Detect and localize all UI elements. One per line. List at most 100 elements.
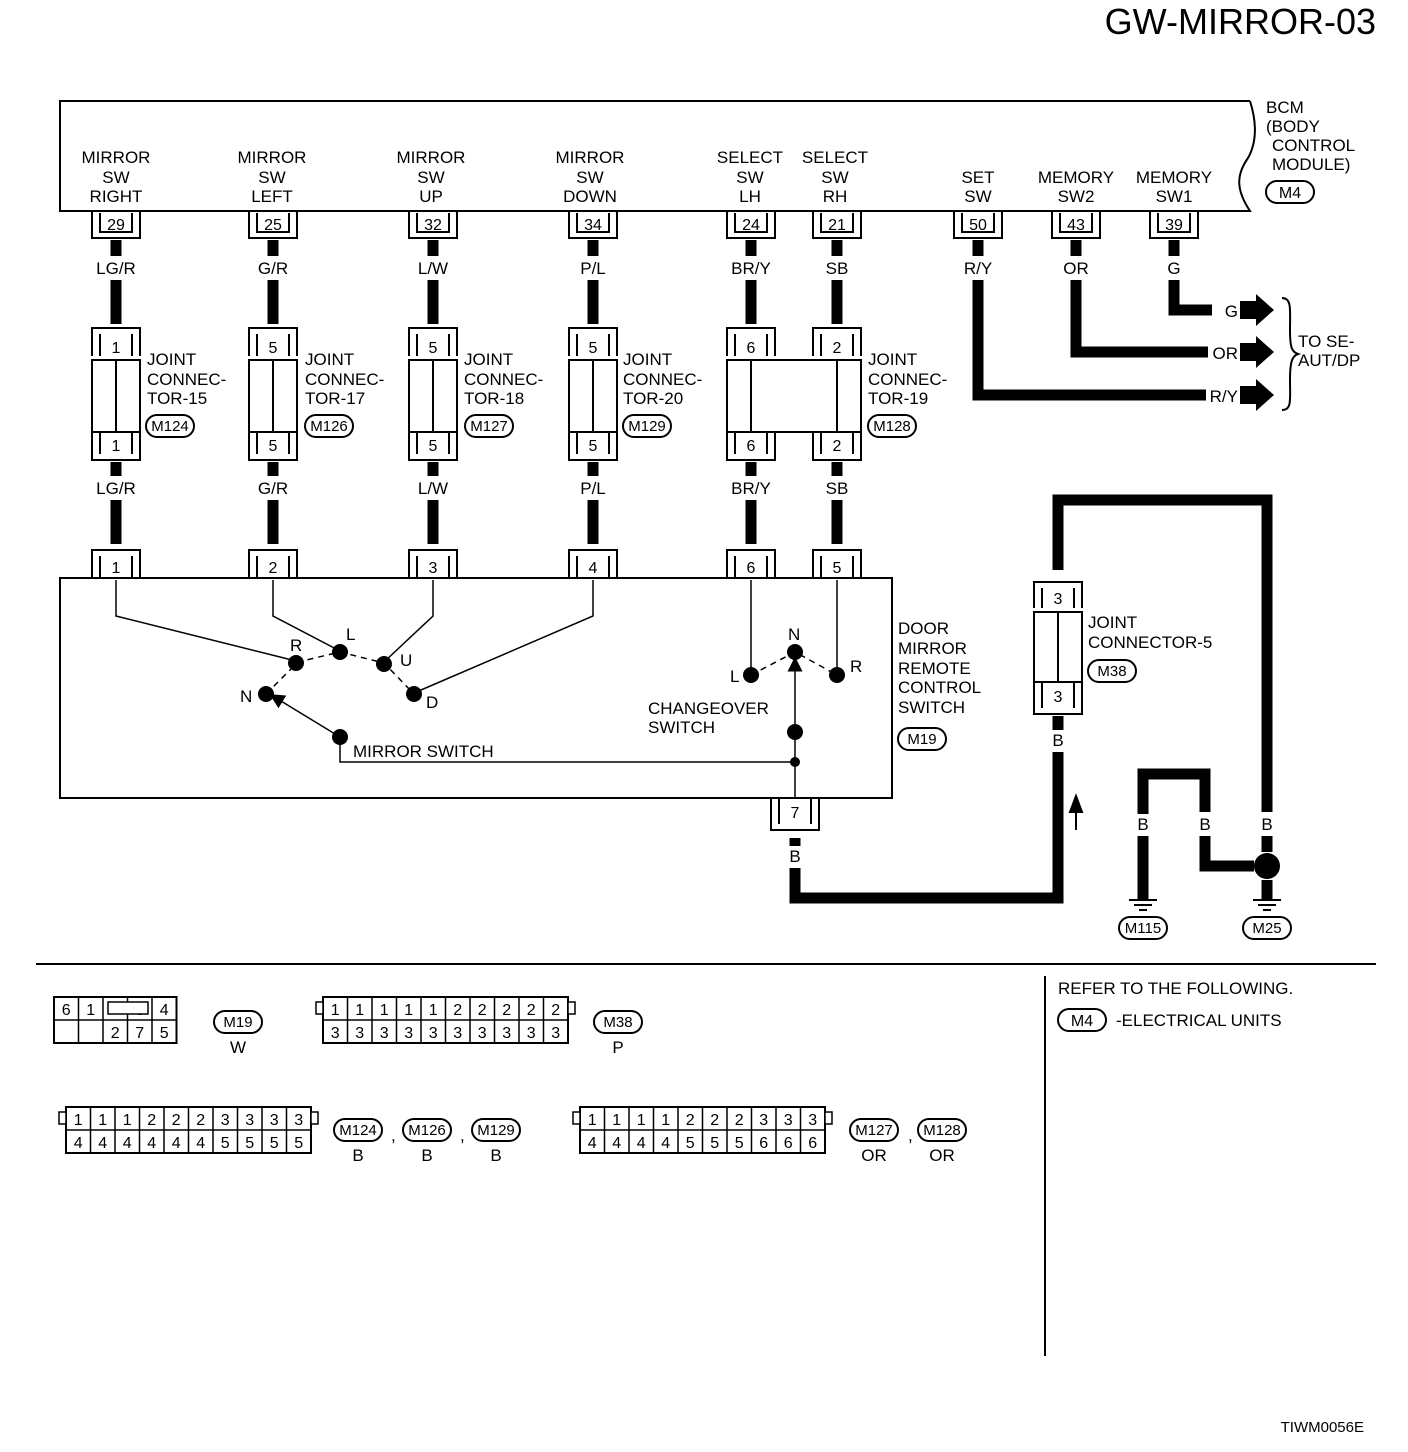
outgoing-target: TO SE- AUT/DP: [1298, 332, 1360, 370]
wire-label: B: [1261, 815, 1272, 834]
cavity-number: 1: [355, 1002, 364, 1019]
bcm-box: [59, 100, 1256, 212]
jc5-line: CONNECTOR-5: [1088, 633, 1212, 652]
connector-id: M124: [339, 1122, 377, 1139]
connector-badge: [471, 1118, 521, 1142]
jc-label-line: TOR-15: [147, 389, 207, 408]
pin-number: 25: [264, 217, 282, 234]
connector-badge: [917, 1118, 967, 1142]
cavity-number: 4: [172, 1135, 181, 1152]
terminal-label: SW2: [1058, 187, 1095, 206]
wire-label: LG/R: [96, 259, 136, 278]
wires: [110, 240, 1273, 904]
door-switch-line: DOOR: [898, 619, 949, 638]
connector-color: B: [421, 1146, 432, 1165]
target-line: AUT/DP: [1298, 351, 1360, 370]
pin-number: 24: [742, 217, 760, 234]
cavity-number: 2: [686, 1112, 695, 1129]
connector-id: M127: [470, 418, 508, 435]
latch-tab: [58, 1111, 67, 1125]
ground-splice-dot: [1254, 853, 1280, 879]
cavity-number: 3: [808, 1112, 817, 1129]
pin-number: 1: [112, 560, 121, 577]
contact-dot: [332, 644, 348, 660]
connector-id: M38: [603, 1014, 632, 1031]
pin-number: 5: [589, 438, 598, 455]
pin-number: 5: [269, 438, 278, 455]
cavity-number: 3: [551, 1025, 560, 1042]
bcm-label-line: (BODY: [1266, 117, 1320, 136]
terminal-label: SW: [417, 168, 444, 187]
contact-dot: [787, 644, 803, 660]
pin-number: 1: [112, 340, 121, 357]
wire-label: G: [1167, 259, 1180, 278]
pin-number: 6: [747, 560, 756, 577]
wire-label: SB: [826, 259, 849, 278]
pin-number: 29: [107, 217, 125, 234]
cavity-number: 1: [331, 1002, 340, 1019]
jc-label-line: CONNEC-: [147, 370, 226, 389]
bcm-terminal-labels: MIRROR SW RIGHT MIRROR SW LEFT MIRROR SW…: [82, 148, 1213, 206]
cavity-number: 4: [160, 1002, 169, 1019]
jc-label-line: TOR-20: [623, 389, 683, 408]
cavity-number: 3: [294, 1112, 303, 1129]
pin-number: 3: [429, 560, 438, 577]
jc-label-line: TOR-18: [464, 389, 524, 408]
jc-label-line: CONNEC-: [623, 370, 702, 389]
cavity-number: 3: [355, 1025, 364, 1042]
cavity-number: 1: [588, 1112, 597, 1129]
pin-number: 2: [833, 438, 842, 455]
pin-number: 1: [112, 438, 121, 455]
terminal-label: SW: [102, 168, 129, 187]
mirror-switch-label: MIRROR SWITCH: [353, 742, 494, 761]
cavity-number: 5: [160, 1025, 169, 1042]
joint-connector-badges: [145, 414, 917, 438]
cavity-number: 4: [74, 1135, 83, 1152]
contact-dot: [376, 656, 392, 672]
jc-label-line: JOINT: [868, 350, 917, 369]
separator-comma: ,: [391, 1126, 396, 1145]
refer-text: -ELECTRICAL UNITS: [1116, 1011, 1282, 1030]
cavity-number: 5: [245, 1135, 254, 1152]
cavity-number: 1: [661, 1112, 670, 1129]
outgoing-wire-label: G: [1225, 302, 1238, 321]
wire-color-labels: LG/R G/R L/W P/L BR/Y SB R/Y OR G LG/R G…: [96, 259, 1180, 498]
wire-label: SB: [826, 479, 849, 498]
cavity-number: 3: [429, 1025, 438, 1042]
joint-connector-pins: 1 1 5 5 5 5 5 5 6 2 6 2: [112, 340, 842, 455]
cavity-number: 2: [735, 1112, 744, 1129]
terminal-label: LEFT: [251, 187, 293, 206]
wire-label: B: [1137, 815, 1148, 834]
connector-views: 6134275M19W11111222223333333333M38P11122…: [53, 996, 967, 1165]
cavity-number: 2: [710, 1112, 719, 1129]
pin-number: 5: [589, 340, 598, 357]
wire-label: P/L: [580, 259, 606, 278]
terminal-label: SW: [576, 168, 603, 187]
terminal-label: MEMORY: [1136, 168, 1212, 187]
outgoing-wire-label: OR: [1213, 344, 1239, 363]
cavity-number: 1: [637, 1112, 646, 1129]
pin-number: 50: [969, 217, 987, 234]
contact-dot: [787, 724, 803, 740]
connector-id: M129: [628, 418, 666, 435]
terminal-label: SW: [964, 187, 991, 206]
door-switch-line: MIRROR: [898, 639, 967, 658]
pin-number: 6: [747, 340, 756, 357]
bcm-label-line: BCM: [1266, 98, 1304, 117]
target-line: TO SE-: [1298, 332, 1354, 351]
cavity-number: 3: [331, 1025, 340, 1042]
position-label: R: [850, 657, 862, 676]
pin-number: 21: [828, 217, 846, 234]
cavity-number: 1: [380, 1002, 389, 1019]
separator-comma: ,: [460, 1126, 465, 1145]
cavity-number: 2: [502, 1002, 511, 1019]
connector-id: M126: [408, 1122, 446, 1139]
wire-label: B: [1052, 731, 1063, 750]
bcm-label: BCM (BODY CONTROL MODULE): [1266, 98, 1355, 174]
door-switch-label: DOOR MIRROR REMOTE CONTROL SWITCH: [898, 619, 981, 717]
ground-id: M25: [1252, 920, 1281, 937]
door-switch-line: SWITCH: [898, 698, 965, 717]
jc-label-line: JOINT: [623, 350, 672, 369]
latch-tab: [310, 1111, 319, 1125]
